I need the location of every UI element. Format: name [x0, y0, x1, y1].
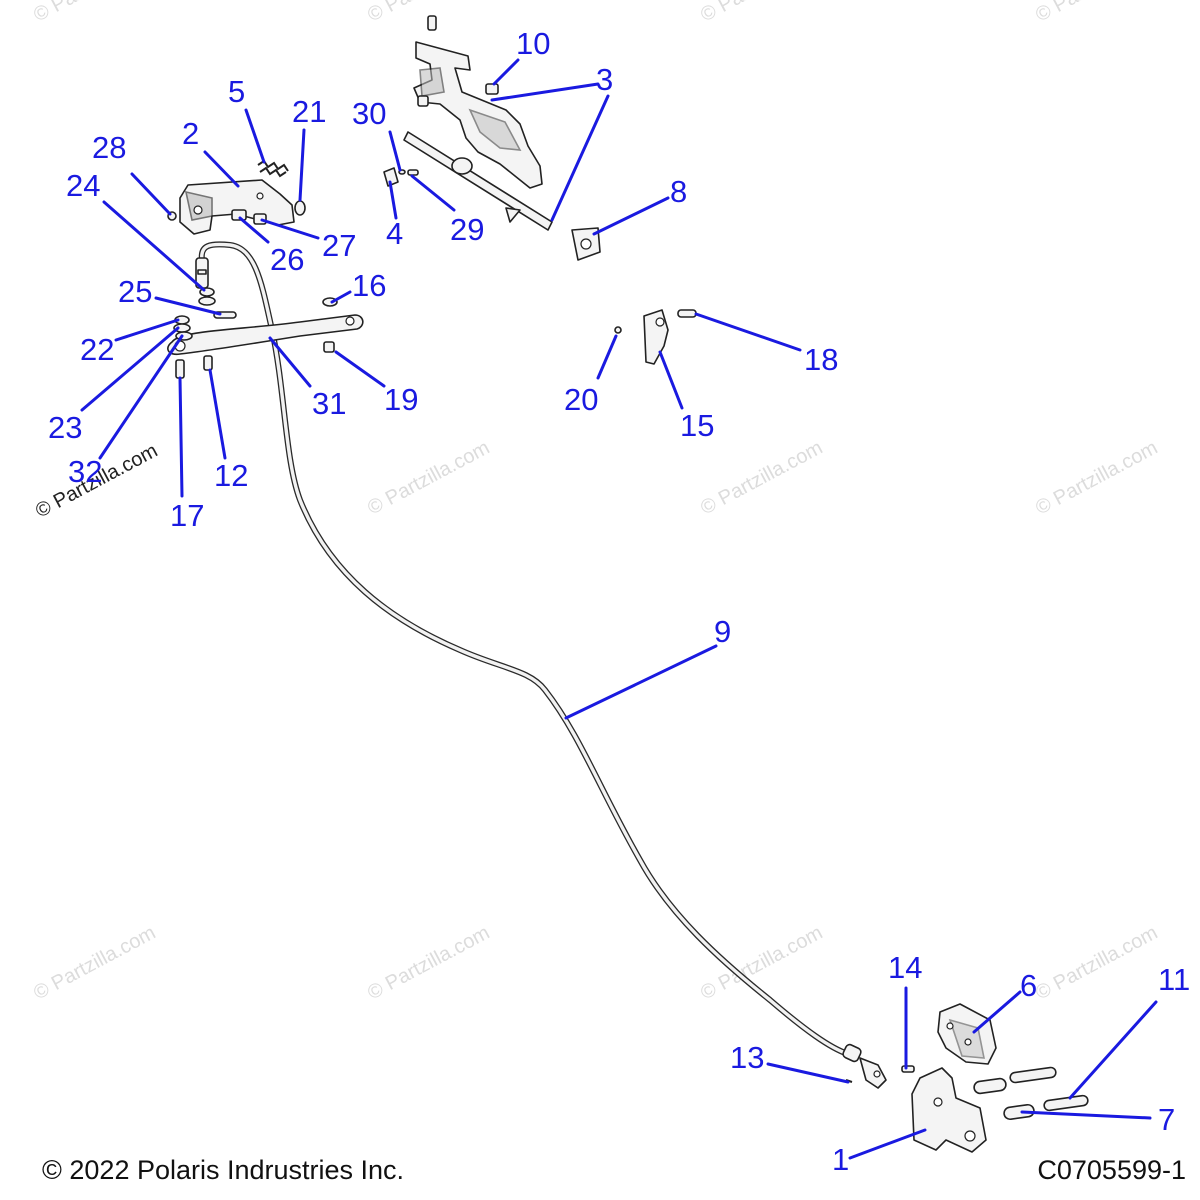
callout-27: 27 — [322, 228, 356, 263]
callout-24: 24 — [66, 168, 100, 203]
watermark: © Partzilla.com — [30, 922, 159, 1005]
callout-15: 15 — [680, 408, 714, 443]
callout-11: 11 — [1158, 962, 1190, 997]
callout-26: 26 — [270, 242, 304, 277]
leader-lines — [80, 58, 1158, 1160]
hardware-left — [173, 287, 338, 379]
lever-31 — [167, 314, 364, 356]
bracket-3 — [403, 15, 553, 231]
watermark: © Partzilla.com — [364, 922, 493, 1005]
callout-17: 17 — [170, 498, 204, 533]
callout-22: 22 — [80, 332, 114, 367]
callout-32: 32 — [68, 454, 102, 489]
callout-layer: 1 2 3 4 5 6 7 8 9 10 11 12 13 14 15 16 1… — [48, 26, 1190, 1177]
spring-5 — [257, 159, 289, 178]
callout-25: 25 — [118, 274, 152, 309]
callout-28: 28 — [92, 130, 126, 165]
callout-1: 1 — [832, 1142, 849, 1177]
sleeves-and-bolts — [973, 1066, 1089, 1121]
copyright-notice: © 2022 Polaris Indrustries Inc. — [42, 1155, 405, 1185]
bracket-1 — [911, 1067, 987, 1153]
callout-20: 20 — [564, 382, 598, 417]
watermark: © Partzilla.com — [697, 437, 826, 520]
callout-10: 10 — [516, 26, 550, 61]
callout-3: 3 — [596, 62, 613, 97]
watermark: © Partzilla.com — [1032, 922, 1161, 1005]
callout-30: 30 — [352, 96, 386, 131]
watermark: © Partzilla.com — [30, 0, 159, 26]
watermark: © Partzilla.com — [364, 437, 493, 520]
part-8 — [571, 227, 601, 261]
callout-14: 14 — [888, 950, 922, 985]
cable-assembly — [195, 241, 887, 1089]
watermark: © Partzilla.com — [697, 0, 826, 26]
callout-23: 23 — [48, 410, 82, 445]
clip-4 — [383, 167, 419, 187]
callout-7: 7 — [1158, 1102, 1175, 1137]
bracket-2 — [167, 179, 295, 235]
watermark: © Partzilla.com — [1032, 0, 1161, 26]
callout-4: 4 — [386, 216, 403, 251]
callout-9: 9 — [714, 614, 731, 649]
callout-6: 6 — [1020, 968, 1037, 1003]
callout-13: 13 — [730, 1040, 764, 1075]
watermark: © Partzilla.com — [1032, 437, 1161, 520]
callout-29: 29 — [450, 212, 484, 247]
callout-2: 2 — [182, 116, 199, 151]
callout-5: 5 — [228, 74, 245, 109]
callout-16: 16 — [352, 268, 386, 303]
callout-18: 18 — [804, 342, 838, 377]
callout-19: 19 — [384, 382, 418, 417]
callout-12: 12 — [214, 458, 248, 493]
part-6 — [901, 1003, 997, 1073]
part-15 — [614, 309, 697, 365]
figure-id: C0705599-1 — [1037, 1155, 1186, 1185]
callout-21: 21 — [292, 94, 326, 129]
callout-8: 8 — [670, 174, 687, 209]
callout-31: 31 — [312, 386, 346, 421]
